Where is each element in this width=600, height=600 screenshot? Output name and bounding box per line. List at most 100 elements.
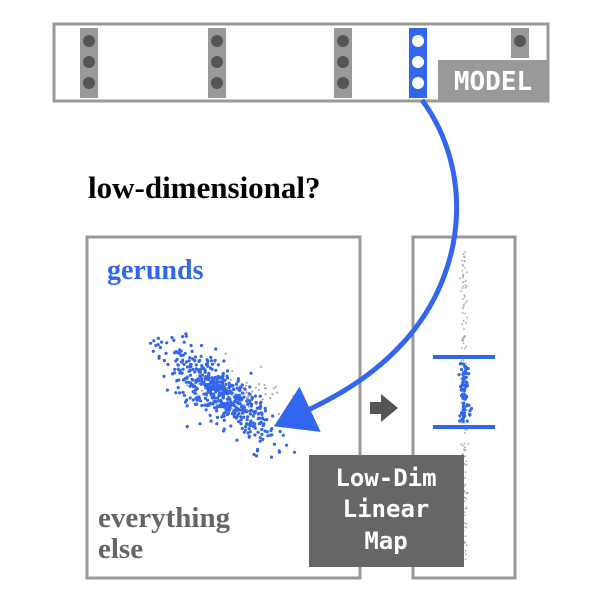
scatter-point-other <box>462 285 465 288</box>
scatter-point-gerund <box>158 345 162 350</box>
scatter-point-other <box>465 362 468 365</box>
scatter-point-other <box>251 390 254 393</box>
scatter-point-gerund <box>149 341 153 345</box>
scatter-point-gerund <box>183 351 187 355</box>
scatter-point-other <box>464 267 466 269</box>
scatter-point-other <box>466 316 469 319</box>
scatter-point-other <box>463 446 466 449</box>
scatter-point-gerund <box>292 450 297 454</box>
scatter-point-gerund <box>215 415 220 419</box>
scatter-point-gerund <box>215 409 219 413</box>
scatter-point-gerund <box>464 365 468 369</box>
scatter-point-gerund <box>243 387 247 391</box>
scatter-point-gerund <box>181 390 185 394</box>
scatter-point-other <box>462 253 465 256</box>
scatter-point-gerund <box>201 373 205 377</box>
scatter-point-gerund <box>241 408 245 412</box>
scatter-point-gerund <box>203 370 207 374</box>
scatter-point-gerund <box>189 362 193 367</box>
scatter-point-other <box>463 442 466 445</box>
scatter-point-other <box>277 412 280 416</box>
scatter-point-gerund <box>193 355 198 359</box>
scatter-point-gerund <box>458 419 462 423</box>
scatter-point-other <box>231 369 234 373</box>
scatter-point-other <box>464 541 467 544</box>
scatter-point-gerund <box>191 378 195 382</box>
scatter-point-gerund <box>210 359 214 363</box>
scatter-point-other <box>462 298 464 300</box>
scatter-point-gerund <box>222 427 226 431</box>
scatter-point-gerund <box>461 413 465 417</box>
scatter-point-other <box>463 496 466 499</box>
scatter-point-gerund <box>215 422 219 426</box>
scatter-point-gerund <box>200 364 204 368</box>
scatter-point-gerund <box>247 427 251 431</box>
scatter-point-gerund <box>261 437 265 442</box>
scatter-point-gerund <box>464 395 468 400</box>
scatter-point-other <box>464 558 467 561</box>
scatter-point-gerund <box>278 429 282 434</box>
scatter-point-gerund <box>197 395 201 399</box>
scatter-point-gerund <box>258 439 262 443</box>
scatter-point-gerund <box>208 382 212 386</box>
scatter-point-other <box>464 549 467 552</box>
scatter-point-gerund <box>178 391 182 395</box>
scatter-point-gerund <box>239 405 244 409</box>
scatter-point-gerund <box>207 373 211 377</box>
scatter-point-gerund <box>184 332 188 336</box>
scatter-point-gerund <box>183 377 187 381</box>
scatter-point-gerund <box>240 411 244 415</box>
scatter-point-gerund <box>226 401 230 405</box>
scatter-point-gerund <box>213 358 217 362</box>
scatter-point-gerund <box>260 432 264 436</box>
everything-else-label-line1: everything <box>98 502 231 534</box>
scatter-point-gerund <box>162 358 166 363</box>
scatter-point-gerund <box>199 382 203 386</box>
scatter-point-other <box>462 274 465 276</box>
scatter-point-gerund <box>251 414 255 418</box>
scatter-point-gerund <box>195 402 199 406</box>
scatter-point-gerund <box>469 407 474 411</box>
scatter-point-gerund <box>174 391 178 395</box>
scatter-point-gerund <box>263 406 267 410</box>
scatter-point-gerund <box>277 450 281 454</box>
scatter-point-gerund <box>248 401 252 405</box>
scatter-point-other <box>292 395 295 398</box>
scatter-point-gerund <box>457 373 461 377</box>
scatter-point-gerund <box>271 414 275 418</box>
scatter-point-gerund <box>209 419 213 423</box>
scatter-point-other <box>464 312 466 315</box>
scatter-point-gerund <box>162 374 166 378</box>
scatter-point-other <box>460 360 463 362</box>
scatter-point-gerund <box>181 367 185 371</box>
scatter-point-other <box>224 352 227 355</box>
neuron-icon <box>337 35 349 47</box>
scatter-point-gerund <box>173 371 177 375</box>
scatter-point-other <box>260 365 263 368</box>
scatter-point-other <box>464 321 467 324</box>
scatter-point-gerund <box>152 339 156 343</box>
scatter-point-gerund <box>182 393 186 397</box>
scatter-point-gerund <box>237 393 241 397</box>
scatter-point-other <box>291 399 294 402</box>
scatter-point-gerund <box>199 354 203 358</box>
scatter-point-gerund <box>245 409 249 413</box>
scatter-point-gerund <box>242 430 246 434</box>
scatter-point-gerund <box>254 454 258 458</box>
scatter-point-gerund <box>258 436 262 440</box>
scatter-point-gerund <box>462 405 466 409</box>
scatter-point-gerund <box>193 391 197 395</box>
scatter-point-gerund <box>259 400 263 404</box>
scatter-point-other <box>462 338 465 340</box>
scatter-point-gerund <box>233 399 237 404</box>
model-layers <box>80 28 529 98</box>
scatter-point-gerund <box>211 392 216 396</box>
scatter-point-other <box>465 507 468 510</box>
scatter-point-gerund <box>188 356 192 360</box>
gerunds-label: gerunds <box>107 255 204 286</box>
scatter-point-other <box>465 491 468 494</box>
scatter-point-gerund <box>240 383 244 387</box>
scatter-point-gerund <box>178 349 182 353</box>
scatter-point-gerund <box>222 359 226 363</box>
scatter-point-other <box>245 391 249 394</box>
